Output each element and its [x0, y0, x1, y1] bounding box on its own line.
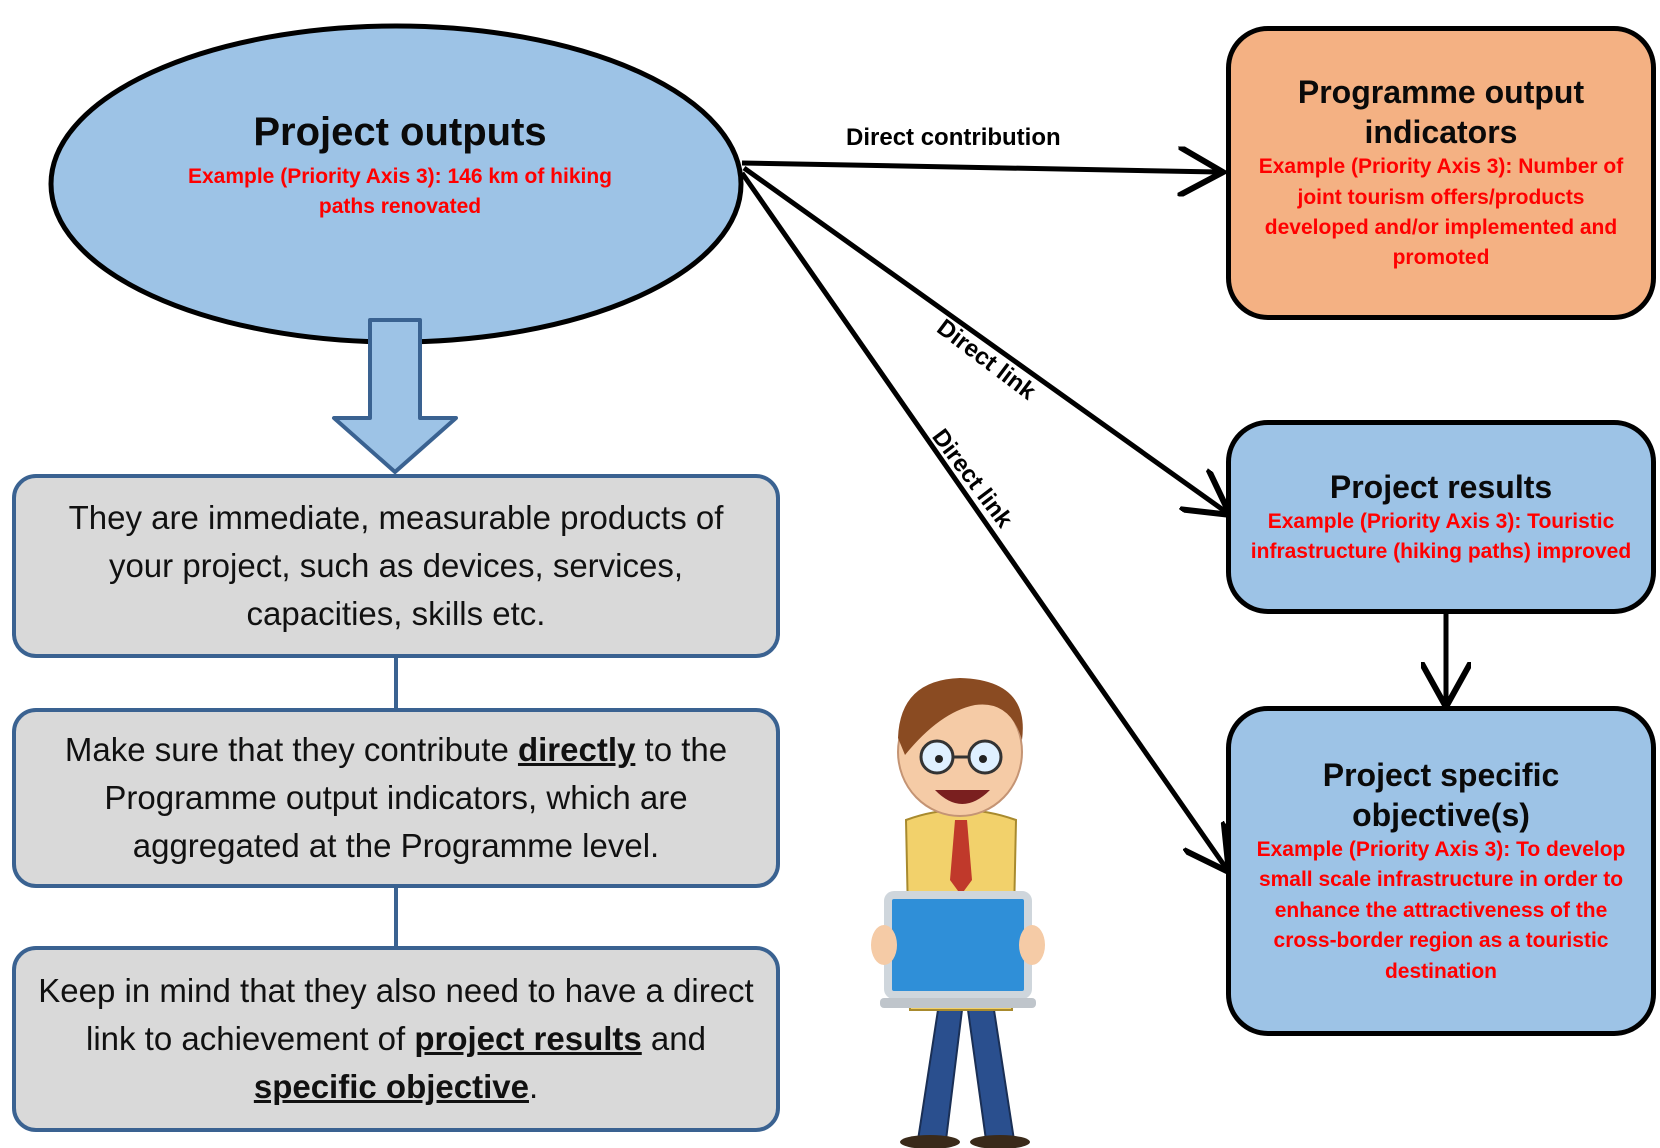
- box3-text-part3: .: [528, 1067, 539, 1105]
- project-outputs-title: Project outputs: [253, 110, 547, 154]
- cartoon-man-with-laptop-illustration: [871, 678, 1045, 1148]
- box2-text-part2: to the Programme output indicators, whic…: [104, 731, 728, 864]
- info-box-direct-link-text: Keep in mind that they also need to have…: [38, 967, 754, 1111]
- info-box-direct-link: Keep in mind that they also need to have…: [12, 946, 780, 1132]
- info-box-outputs-definition-text: They are immediate, measurable products …: [68, 499, 724, 632]
- box3-emphasis-specific-objective: specific objective: [253, 1067, 529, 1105]
- project-results-title: Project results: [1329, 468, 1553, 505]
- project-specific-objectives-title: Project specific objective(s): [1322, 756, 1560, 833]
- info-box-outputs-definition: They are immediate, measurable products …: [12, 474, 780, 658]
- arrow-direct-link-results: [742, 165, 1226, 512]
- programme-output-indicators-title: Programme output indicators: [1297, 74, 1585, 151]
- down-block-arrow: [332, 318, 458, 474]
- project-outputs-text: Project outputs Example (Priority Axis 3…: [180, 110, 620, 223]
- project-results-example: Example (Priority Axis 3): Touristic inf…: [1250, 509, 1632, 563]
- project-results-box: Project results Example (Priority Axis 3…: [1226, 420, 1656, 614]
- programme-output-indicators-example: Example (Priority Axis 3): Number of joi…: [1258, 155, 1624, 270]
- project-specific-objectives-example: Example (Priority Axis 3): To develop sm…: [1256, 837, 1626, 983]
- box3-text-part1: Keep in mind that they also need to have…: [38, 972, 754, 1058]
- project-outputs-example: Example (Priority Axis 3): 146 km of hik…: [187, 165, 613, 219]
- project-specific-objectives-box: Project specific objective(s) Example (P…: [1226, 706, 1656, 1036]
- arrow-direct-link-objective: [739, 171, 1226, 868]
- label-direct-contribution: Direct contribution: [846, 124, 1061, 151]
- box2-text-part1: Make sure that they contribute: [64, 731, 518, 769]
- info-box-direct-contribution-text: Make sure that they contribute directly …: [38, 726, 754, 870]
- info-box-direct-contribution: Make sure that they contribute directly …: [12, 708, 780, 888]
- arrow-direct-contribution: [741, 163, 1218, 172]
- box3-text-part2: and: [641, 1020, 706, 1058]
- programme-output-indicators-box: Programme output indicators Example (Pri…: [1226, 26, 1656, 320]
- box2-emphasis-directly: directly: [517, 731, 636, 769]
- box3-emphasis-project-results: project results: [414, 1020, 642, 1058]
